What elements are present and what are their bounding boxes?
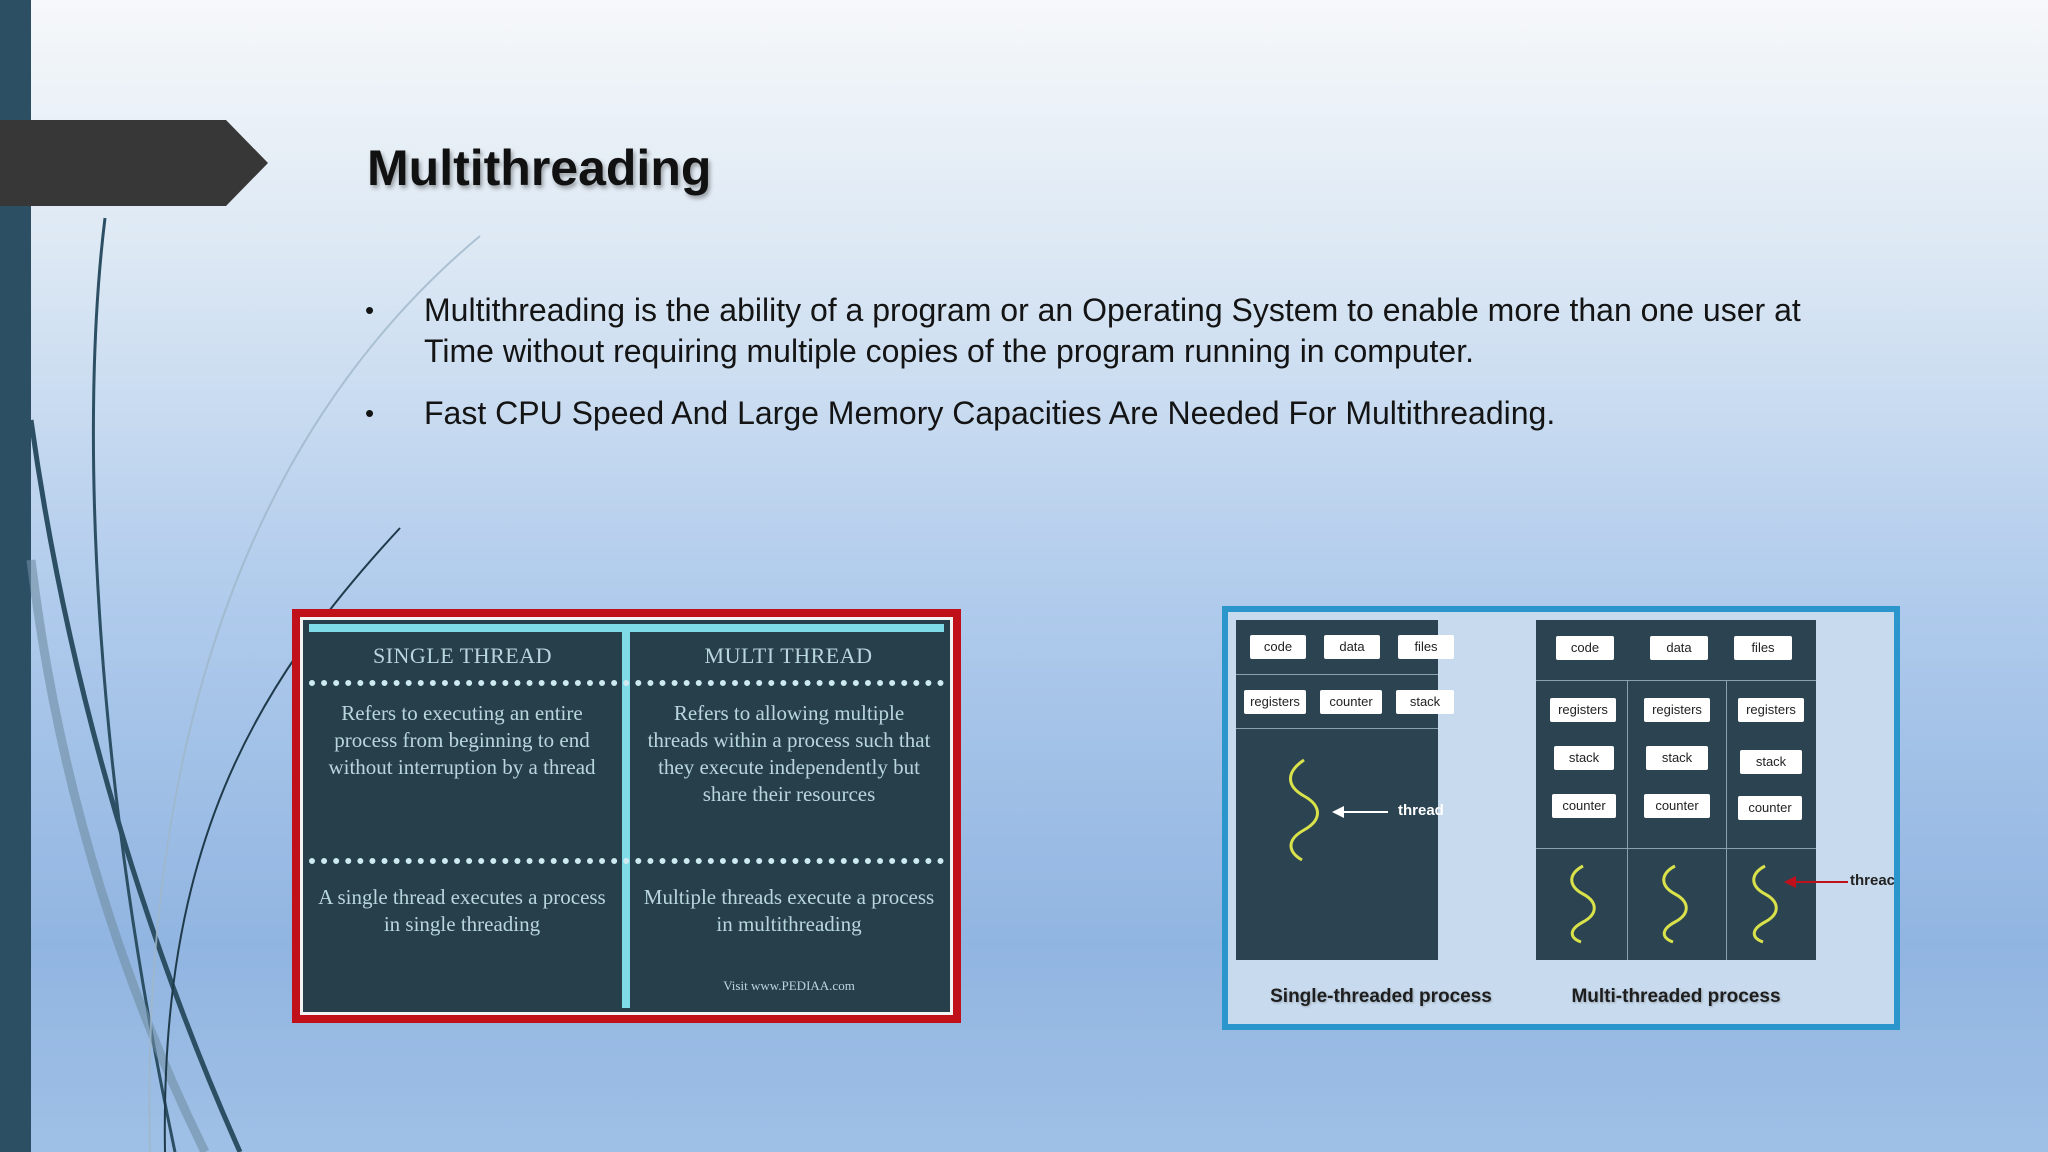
counter-box: counter xyxy=(1738,796,1802,820)
multi-thread-heading: MULTI THREAD xyxy=(704,643,873,668)
multi-thread-example: Multiple threads execute a process in mu… xyxy=(643,885,935,936)
bullet-item: • Multithreading is the ability of a pro… xyxy=(365,290,1825,372)
panel-divider xyxy=(1236,674,1438,675)
code-box: code xyxy=(1250,635,1306,659)
thread-squiggle-icon xyxy=(1570,864,1596,944)
panel-divider xyxy=(1536,680,1816,681)
thread-label: threac xyxy=(1850,872,1896,889)
panel-divider xyxy=(1536,848,1816,849)
left-arrow-icon xyxy=(1332,806,1388,818)
data-box: data xyxy=(1324,635,1380,659)
counter-box: counter xyxy=(1644,794,1710,818)
single-threaded-panel: code data files registers counter stack … xyxy=(1236,620,1454,960)
counter-box: counter xyxy=(1552,794,1616,818)
dotted-divider xyxy=(309,858,944,864)
files-box: files xyxy=(1734,636,1792,660)
panel-divider xyxy=(1627,680,1628,960)
bullet-dot: • xyxy=(365,398,375,428)
comparison-center-rule xyxy=(622,624,630,1008)
registers-box: registers xyxy=(1644,698,1710,722)
bullet-text: Multithreading is the ability of a progr… xyxy=(424,292,1801,369)
counter-box: counter xyxy=(1320,690,1382,714)
stack-box: stack xyxy=(1740,750,1802,774)
thread-squiggle-icon xyxy=(1752,864,1778,944)
panel-divider xyxy=(1236,728,1438,729)
stack-box: stack xyxy=(1396,690,1454,714)
process-thread-diagram: code data files registers counter stack … xyxy=(1222,606,1900,1030)
thread-comparison-image: SINGLE THREAD MULTI THREAD Refers to exe… xyxy=(292,609,961,1023)
decorative-curves xyxy=(26,217,481,1152)
registers-box: registers xyxy=(1738,698,1804,722)
code-box: code xyxy=(1556,636,1614,660)
comparison-table: SINGLE THREAD MULTI THREAD Refers to exe… xyxy=(300,617,953,1015)
bullet-item: • Fast CPU Speed And Large Memory Capaci… xyxy=(365,393,1825,434)
image-credit: Visit www.PEDIAA.com xyxy=(723,978,855,993)
bullet-dot: • xyxy=(365,295,375,325)
multi-thread-definition: Refers to allowing multiple threads with… xyxy=(647,701,931,806)
registers-box: registers xyxy=(1244,690,1306,714)
files-box: files xyxy=(1398,635,1454,659)
bullet-list: • Multithreading is the ability of a pro… xyxy=(365,290,1825,455)
single-thread-example: A single thread executes a process in si… xyxy=(318,885,606,936)
registers-box: registers xyxy=(1550,698,1616,722)
stack-box: stack xyxy=(1646,746,1708,770)
red-arrow-icon xyxy=(1784,876,1848,888)
panel-divider xyxy=(1726,680,1727,960)
thread-label: thread xyxy=(1398,802,1444,819)
title-arrow-tab xyxy=(0,120,268,206)
data-box: data xyxy=(1650,636,1708,660)
thread-squiggle-icon xyxy=(1289,758,1319,862)
multi-threaded-caption: Multi-threaded process xyxy=(1571,986,1781,1007)
multi-threaded-panel: code data files registers registers regi… xyxy=(1536,620,1816,960)
single-thread-definition: Refers to executing an entire process fr… xyxy=(328,701,596,779)
thread-squiggle-icon xyxy=(1662,864,1688,944)
bullet-text: Fast CPU Speed And Large Memory Capaciti… xyxy=(424,395,1556,431)
single-thread-heading: SINGLE THREAD xyxy=(372,643,553,668)
dotted-divider xyxy=(309,680,944,686)
single-threaded-caption: Single-threaded process xyxy=(1270,986,1492,1007)
stack-box: stack xyxy=(1554,746,1614,770)
page-title: Multithreading xyxy=(367,140,712,196)
